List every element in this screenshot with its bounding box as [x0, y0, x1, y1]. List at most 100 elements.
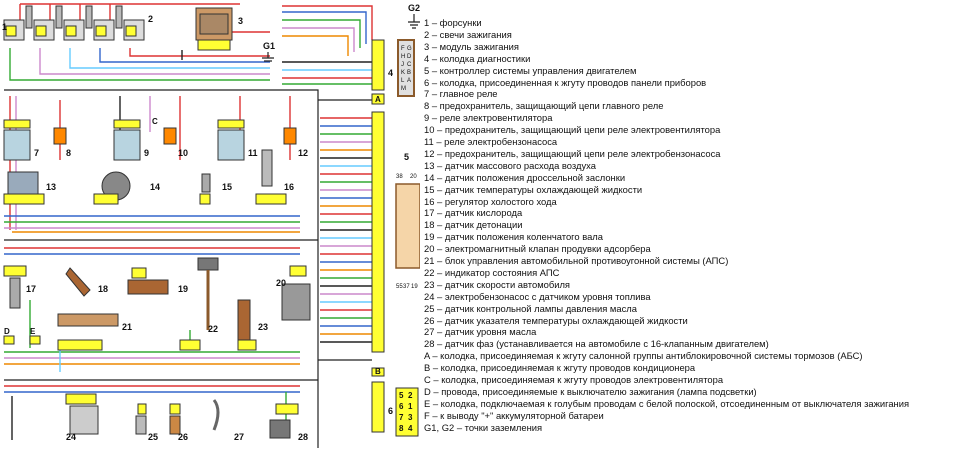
component-number-19: 19: [178, 284, 188, 294]
legend-item: 8 – предохранитель, защищающий цепи глав…: [424, 100, 664, 112]
legend-item: 26 – датчик указателя температуры охлажд…: [424, 314, 688, 326]
ecu-pin-label: 37: [403, 284, 410, 290]
relays: [3, 119, 245, 161]
connector6-pin-label: 8: [399, 424, 404, 433]
ground-g1-symbol: [262, 52, 274, 62]
connector6-pin-label: 4: [408, 424, 413, 433]
component-number-1: 1: [2, 22, 7, 32]
connector-label-d: D: [4, 327, 10, 336]
fuses: [53, 127, 297, 145]
ignition-module: [195, 7, 233, 51]
component-number-8: 8: [66, 148, 71, 158]
diag-pin-label: H: [401, 54, 405, 60]
component-number-27: 27: [234, 432, 244, 442]
wiring-diagram: 1234567891011121314151617181920212223242…: [2, 3, 420, 448]
ground-g2-symbol: [408, 14, 420, 29]
injectors: [3, 19, 115, 41]
legend-item: 28 – датчик фаз (устанавливается на авто…: [424, 338, 769, 350]
legend-item: 2 – свечи зажигания: [424, 28, 512, 40]
diag-pin-label: L: [401, 78, 405, 84]
connector6-pin-label: 6: [399, 402, 404, 411]
connector-label-b: B: [375, 367, 381, 376]
legend-item: 27 – датчик уровня масла: [424, 326, 537, 338]
ecu-pin-label: 38: [396, 174, 403, 180]
legend-item: G1, G2 – точки заземления: [424, 421, 543, 433]
harness-frame: [4, 89, 372, 448]
diag-pin-label: G: [407, 46, 412, 52]
legend-item: 14 – датчик положения дроссельной заслон…: [424, 171, 626, 183]
component-number-2: 2: [148, 14, 153, 24]
component-number-6: 6: [388, 406, 393, 416]
component-number-23: 23: [258, 322, 268, 332]
legend-item: 1 – форсунки: [424, 17, 482, 28]
wire-bundle: [4, 3, 373, 440]
connector6-pin-label: 3: [408, 413, 413, 422]
component-number-15: 15: [222, 182, 232, 192]
legend-item: 11 – реле электробензонасоса: [424, 136, 558, 147]
legend-item: E – колодка, подключаемая к голубым пров…: [424, 397, 910, 409]
ecu-connector: [371, 111, 420, 353]
diagnostic-connector: [371, 39, 415, 105]
connector6-pin-label: 1: [408, 402, 413, 411]
legend-item: 19 – датчик положения коленчатого вала: [424, 231, 603, 243]
legend-item: 6 – колодка, присоединенная к жгуту пров…: [424, 76, 707, 88]
legend-item: 20 – электромагнитный клапан продувки ад…: [424, 243, 651, 255]
legend-item: 15 – датчик температуры охлаждающей жидк…: [424, 183, 643, 195]
ecu-pin-label: 19: [411, 284, 418, 290]
legend-item: 13 – датчик массового расхода воздуха: [424, 159, 596, 171]
legend-item: 7 – главное реле: [424, 88, 498, 100]
connector6-pin-label: 7: [399, 413, 404, 422]
diag-pin-label: A: [407, 78, 411, 84]
legend-item: 9 – реле электровентилятора: [424, 112, 553, 124]
component-number-14: 14: [150, 182, 160, 192]
legend-item: 10 – предохранитель, защищающий цепи рел…: [424, 124, 721, 136]
legend-item: D – провода, присоединяемые к выключател…: [424, 385, 757, 397]
legend-item: C – колодка, присоединяемая к жгуту пров…: [424, 374, 724, 385]
connector-6: [371, 367, 419, 437]
legend-item: 25 – датчик контрольной лампы давления м…: [424, 302, 637, 314]
legend-item: 17 – датчик кислорода: [424, 207, 523, 219]
ecu-pin-label: 55: [396, 284, 403, 290]
connector6-pin-label: 2: [408, 391, 413, 400]
ground-label-g2: G2: [408, 3, 420, 13]
diag-pin-label: K: [401, 70, 405, 76]
component-number-5: 5: [404, 152, 409, 162]
component-number-4: 4: [388, 68, 393, 78]
ground-label-g1: G1: [263, 41, 275, 51]
legend-item: 16 – регулятор холостого хода: [424, 195, 557, 207]
component-number-3: 3: [238, 16, 243, 26]
diag-pin-label: F: [401, 46, 405, 52]
legend-item: 21 – блок управления автомобильной проти…: [424, 255, 729, 266]
diag-pin-label: B: [407, 70, 411, 76]
component-number-17: 17: [26, 284, 36, 294]
component-number-24: 24: [66, 432, 76, 442]
sensors-row-2: [3, 257, 311, 351]
connector-label-c: C: [152, 117, 158, 126]
component-number-22: 22: [208, 324, 218, 334]
connector-label-e: E: [30, 327, 36, 336]
component-number-10: 10: [178, 148, 188, 158]
component-number-7: 7: [34, 148, 39, 158]
legend-item: 12 – предохранитель, защищающий цепи рел…: [424, 147, 721, 159]
component-number-12: 12: [298, 148, 308, 158]
legend-item: 22 – индикатор состояния АПС: [424, 266, 560, 278]
component-number-16: 16: [284, 182, 294, 192]
component-number-18: 18: [98, 284, 108, 294]
legend-item: 23 – датчик скорости автомобиля: [424, 278, 571, 290]
component-number-13: 13: [46, 182, 56, 192]
ecu-pin-label: 20: [410, 174, 417, 180]
component-number-20: 20: [276, 278, 286, 288]
component-number-11: 11: [248, 148, 258, 158]
legend-item: A – колодка, присоединяемая к жгуту сало…: [424, 350, 863, 362]
diag-pin-label: J: [401, 62, 404, 68]
legend-item: 18 – датчик детонации: [424, 219, 523, 231]
diag-pin-label: M: [401, 86, 406, 92]
diag-pin-label: D: [407, 54, 412, 60]
component-number-26: 26: [178, 432, 188, 442]
sensors-row-3: [65, 393, 299, 439]
diag-pin-label: C: [407, 62, 412, 68]
connector6-pin-label: 5: [399, 391, 404, 400]
component-number-21: 21: [122, 322, 132, 332]
component-number-25: 25: [148, 432, 158, 442]
